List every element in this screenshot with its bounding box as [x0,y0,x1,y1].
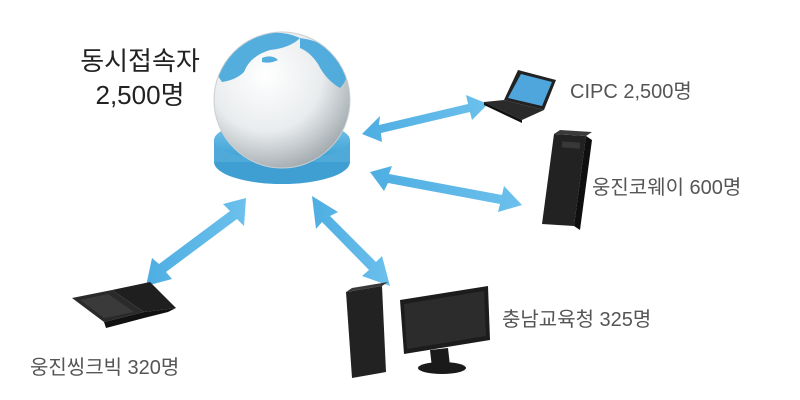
globe-icon [213,31,351,169]
node-label-coway: 웅진코웨이 600명 [592,177,742,199]
arrow-hub-coway [370,166,522,212]
node-label-cipc: CIPC 2,500명 [570,81,692,103]
node-label-chungnam: 충남교육청 325명 [502,309,652,331]
arrow-hub-cipc [362,95,488,142]
hub-label: 동시접속자 2,500명 [50,44,230,112]
hub-count: 2,500명 [95,80,185,110]
tower-pc-icon [542,130,592,230]
desktop-computer-icon [346,282,490,378]
node-label-woongjin-thinkbig: 웅진씽크빅 320명 [30,357,180,379]
arrow-hub-chungnam [312,196,390,286]
laptop-icon [484,70,556,123]
arrow-hub-woongjin-thinkbig [146,198,246,286]
hub-title: 동시접속자 [80,46,200,76]
laptop-icon [72,282,176,328]
